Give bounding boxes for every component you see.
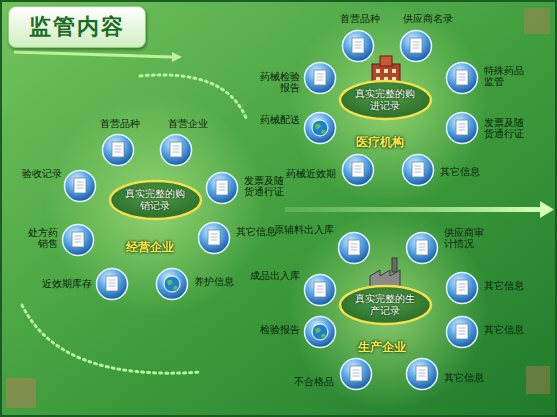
item-icon <box>339 357 373 391</box>
item-label: 不合格品 <box>294 376 334 387</box>
record-ellipse: 真实完整的购进记录医疗机构 <box>338 79 433 121</box>
item-icon <box>341 153 375 187</box>
item-label: 首营品种 <box>340 13 380 24</box>
item-label: 其它信息 <box>484 324 524 335</box>
item-node: 其它信息 <box>197 221 231 255</box>
item-icon <box>445 61 479 95</box>
item-icon <box>405 231 439 265</box>
item-icon <box>337 231 371 265</box>
item-icon <box>445 271 479 305</box>
item-node: 药械近效期 <box>341 153 375 187</box>
item-node: 其它信息 <box>445 315 479 349</box>
item-node: 验收记录 <box>63 169 97 203</box>
item-label: 发票及随货通行证 <box>244 175 284 198</box>
item-icon <box>205 171 239 205</box>
item-icon <box>101 133 135 167</box>
record-text: 真实完整的生产记录 <box>354 293 416 318</box>
item-node: 特殊药品监管 <box>445 61 479 95</box>
item-icon <box>159 133 193 167</box>
item-node: 其它信息 <box>445 271 479 305</box>
record-text: 真实完整的购进记录 <box>354 88 416 113</box>
item-node: 其它信息 <box>405 357 439 391</box>
item-icon <box>303 61 337 95</box>
item-node: 药械配送 <box>303 111 337 145</box>
item-node: 首营企业 <box>159 133 193 167</box>
item-icon <box>303 273 337 307</box>
sector-label: 医疗机构 <box>356 134 404 151</box>
item-label: 首营品种 <box>100 118 140 129</box>
item-node: 养护信息 <box>155 267 189 301</box>
item-node: 发票及随货通行证 <box>445 111 479 145</box>
item-label: 其它信息 <box>440 166 480 177</box>
item-icon <box>61 223 95 257</box>
item-node: 药械检验报告 <box>303 61 337 95</box>
item-node: 首营品种 <box>101 133 135 167</box>
record-ellipse: 真实完整的生产记录生产企业 <box>338 284 433 326</box>
item-node: 成品出入库 <box>303 273 337 307</box>
item-node: 不合格品 <box>339 357 373 391</box>
sector-label: 生产企业 <box>358 339 406 356</box>
item-label: 近效期库存 <box>42 278 92 289</box>
item-icon <box>63 169 97 203</box>
item-icon <box>399 29 433 63</box>
record-text: 真实完整的购销记录 <box>124 188 186 213</box>
item-icon <box>341 29 375 63</box>
item-label: 其它信息 <box>484 280 524 291</box>
item-icon <box>303 315 337 349</box>
item-node: 检验报告 <box>303 315 337 349</box>
item-icon <box>401 153 435 187</box>
item-node: 首营品种 <box>341 29 375 63</box>
item-node: 其它信息 <box>401 153 435 187</box>
record-ellipse: 真实完整的购销记录经营企业 <box>108 179 203 221</box>
item-label: 其它信息 <box>236 226 276 237</box>
item-node: 原辅料出入库 <box>337 231 371 265</box>
item-label: 首营企业 <box>168 118 208 129</box>
item-icon <box>445 315 479 349</box>
item-node: 处方药销售 <box>61 223 95 257</box>
item-label: 处方药销售 <box>28 227 58 250</box>
item-node: 供应商名录 <box>399 29 433 63</box>
title: 监管内容 <box>29 12 125 42</box>
item-label: 药械近效期 <box>286 168 336 179</box>
item-label: 其它信息 <box>444 372 484 383</box>
item-icon <box>95 267 129 301</box>
item-label: 养护信息 <box>194 276 234 287</box>
item-label: 特殊药品监管 <box>484 65 524 88</box>
item-label: 药械检验报告 <box>260 71 300 94</box>
item-label: 药械配送 <box>260 114 300 125</box>
item-label: 检验报告 <box>260 324 300 335</box>
item-label: 成品出入库 <box>250 270 300 281</box>
item-node: 发票及随货通行证 <box>205 171 239 205</box>
item-icon <box>445 111 479 145</box>
item-node: 供应商审计情况 <box>405 231 439 265</box>
item-icon <box>303 111 337 145</box>
item-label: 供应商名录 <box>403 13 453 24</box>
item-label: 供应商审计情况 <box>444 227 484 250</box>
item-label: 发票及随货通行证 <box>484 117 524 140</box>
item-label: 原辅料出入库 <box>274 224 334 235</box>
sector-label: 经营企业 <box>126 239 174 256</box>
item-icon <box>155 267 189 301</box>
item-node: 近效期库存 <box>95 267 129 301</box>
item-icon <box>197 221 231 255</box>
item-icon <box>405 357 439 391</box>
item-label: 验收记录 <box>22 168 62 179</box>
title-box: 监管内容 <box>8 6 146 48</box>
